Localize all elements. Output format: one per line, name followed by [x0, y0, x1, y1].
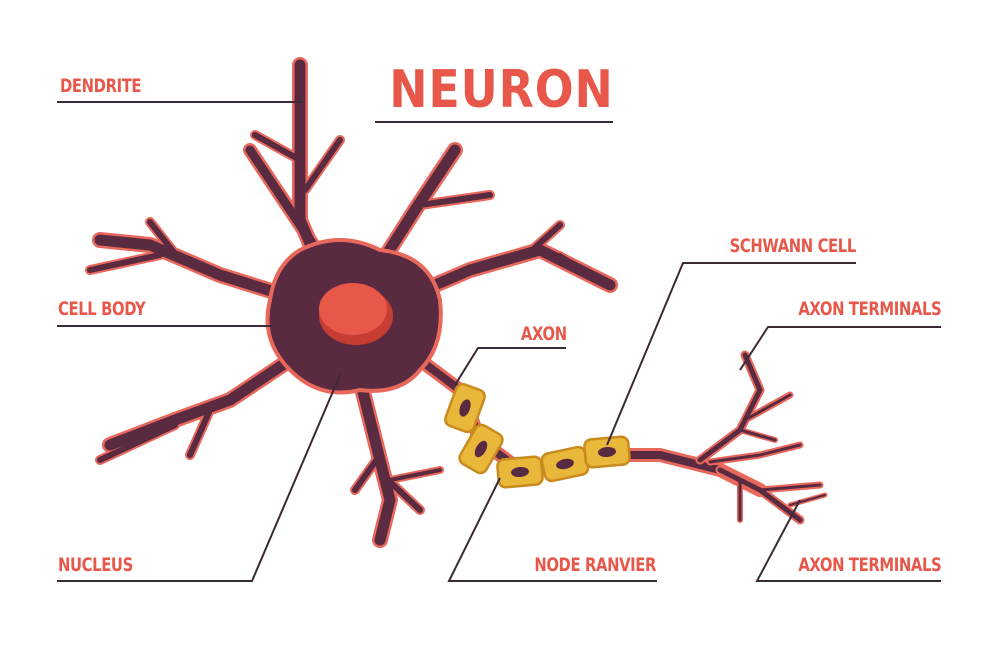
leader-terminals-bottom: [755, 499, 941, 582]
label-dendrite: DENDRITE: [60, 75, 142, 97]
schwann-cell-1: [444, 382, 486, 434]
leader-schwann: [606, 262, 856, 446]
nucleus-shape: [319, 283, 393, 345]
leader-terminals-top: [739, 326, 941, 371]
label-axon-terminals-bottom: AXON TERMINALS: [798, 554, 941, 576]
diagram-title: NEURON: [389, 60, 614, 120]
leader-lines: [57, 101, 941, 582]
schwann-cell-4: [540, 445, 590, 483]
label-axon-terminals-top: AXON TERMINALS: [798, 298, 941, 320]
label-axon: AXON: [521, 323, 567, 345]
label-nucleus: NUCLEUS: [58, 554, 133, 576]
label-node-ranvier: NODE RANVIER: [534, 554, 656, 576]
schwann-cell-5: [583, 435, 631, 469]
label-cell-body: CELL BODY: [58, 298, 146, 320]
leader-nucleus: [57, 374, 341, 582]
schwann-cell-3: [496, 455, 544, 489]
axon-terminals: [695, 350, 828, 525]
label-schwann-cell: SCHWANN CELL: [729, 235, 857, 257]
leader-node-ranvier: [447, 477, 657, 582]
schwann-cell-2: [458, 423, 504, 475]
schwann-cells: [444, 382, 631, 489]
leader-axon: [454, 347, 566, 386]
dendrites: [85, 57, 618, 548]
